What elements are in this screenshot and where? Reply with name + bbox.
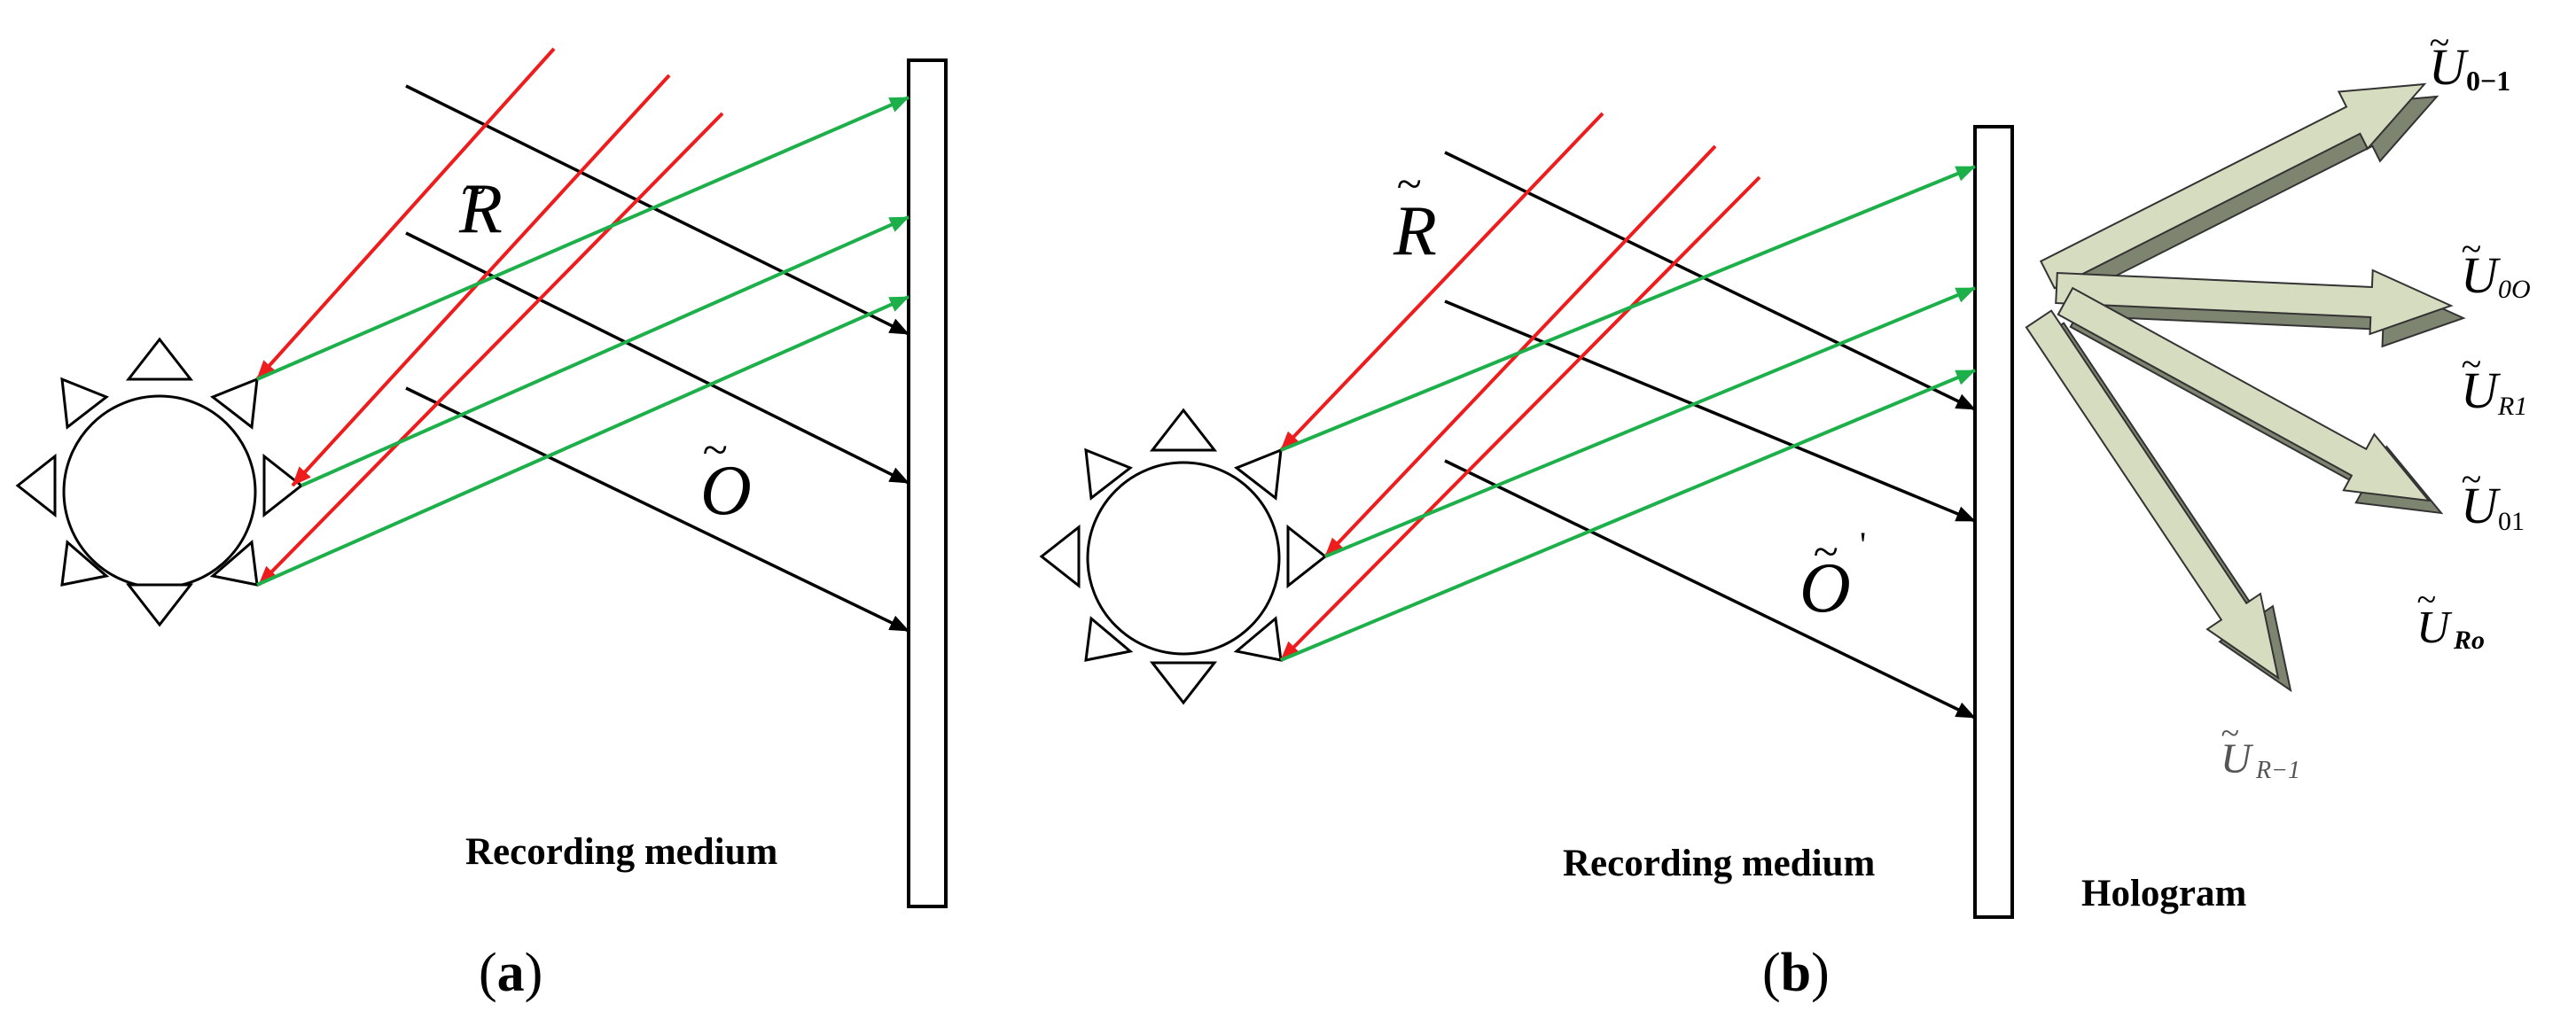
incident-rays-b (1444, 151, 1976, 720)
object-wave-prime-b: ' (1860, 525, 1866, 564)
incident-rays-a (405, 84, 909, 633)
object-ray-triangle (1286, 524, 1328, 589)
svg-text:U: U (2221, 735, 2254, 782)
object-ray-triangle (1084, 447, 1133, 501)
hologram-output-arrows (2025, 82, 2466, 693)
svg-text:0O: 0O (2498, 275, 2531, 304)
svg-text:U: U (2461, 477, 2502, 534)
reference-ray (255, 47, 556, 381)
incident-ray (1444, 459, 1976, 720)
object-wave-accent-b: ~ (1813, 527, 1838, 578)
panel-a: ~ R ~ O Recording medium (a) (15, 47, 948, 1003)
object-source-b (1039, 408, 1328, 705)
object-ray (1280, 165, 1976, 452)
object-ray (1280, 369, 1976, 662)
arrow-uro (2025, 309, 2292, 693)
object-ray-triangle (60, 540, 110, 587)
arrow-u0-1 (2039, 82, 2439, 302)
object-wave-symbol-b: O (1799, 549, 1851, 627)
object-rays-b (1280, 165, 1976, 662)
object-ray-triangle (1149, 408, 1218, 452)
object-rays-a (256, 96, 909, 587)
hologram-label: Hologram (2081, 873, 2246, 914)
output-wave-label-u0o: ~ U 0O (2461, 229, 2531, 304)
arrow-u0o-face (2055, 268, 2454, 336)
svg-text:~: ~ (2461, 460, 2481, 501)
recording-plate-a (907, 58, 948, 908)
incident-ray (1444, 151, 1976, 411)
reference-ray (291, 74, 671, 487)
output-wave-label-uro: ~ U Ro (2416, 580, 2485, 655)
object-ray-triangle (15, 453, 57, 518)
panel-b: ~ R ~ O ' ~ U 0−1 ~ U 0O ~ U R1 ~ U (1039, 23, 2531, 1003)
object-wave-symbol-a: O (700, 452, 752, 530)
arrow-uro-face (2025, 309, 2280, 681)
output-wave-label-ur1: ~ U R1 (2461, 345, 2527, 421)
object-ray-triangle (1149, 661, 1218, 705)
reference-rays-a (255, 47, 724, 587)
reference-ray (257, 112, 724, 587)
svg-text:~: ~ (2221, 715, 2239, 752)
incident-ray (405, 231, 909, 485)
object-ray-triangle (1234, 447, 1283, 501)
svg-text:~: ~ (2429, 23, 2449, 64)
object-ray-triangle (209, 540, 259, 587)
svg-text:R1: R1 (2497, 392, 2527, 421)
object-ray (1324, 286, 1976, 558)
reference-wave-accent-a: ~ (461, 166, 486, 216)
object-ray (301, 215, 909, 487)
svg-text:~: ~ (2461, 345, 2481, 385)
incident-ray (405, 386, 909, 633)
incident-ray (405, 84, 909, 336)
object-ray (256, 295, 909, 587)
arrow-ur1-face (2057, 286, 2432, 502)
object-ray-triangle (125, 337, 194, 381)
reference-ray (1279, 175, 1761, 662)
incident-ray (1444, 299, 1976, 523)
output-wave-label-u01: ~ U 01 (2461, 460, 2525, 536)
svg-text:U: U (2461, 362, 2502, 419)
reference-wave-symbol-a: R (458, 170, 503, 248)
svg-text:R−1: R−1 (2255, 757, 2300, 784)
object-source-a (15, 337, 304, 627)
object-ray-triangle (60, 377, 109, 430)
arrow-u0-1-face (2039, 82, 2427, 290)
arrow-ur1 (2057, 286, 2444, 515)
object-ray-triangle (262, 453, 304, 518)
object-ray-triangle (1084, 616, 1134, 662)
svg-text:0−1: 0−1 (2466, 65, 2510, 97)
svg-text:U: U (2429, 38, 2470, 96)
arrow-u0o (2055, 268, 2466, 348)
object-wave-accent-a: ~ (702, 425, 727, 476)
svg-text:~: ~ (2416, 580, 2436, 619)
recording-plate-b (1973, 125, 2014, 919)
object-circle (62, 394, 257, 589)
object-circle (1086, 461, 1281, 656)
object-ray-triangle (1233, 616, 1283, 662)
recording-medium-label-a: Recording medium (465, 831, 778, 873)
output-wave-label-u0-1: ~ U 0−1 (2429, 23, 2510, 97)
svg-text:01: 01 (2498, 507, 2525, 536)
svg-text:U: U (2461, 246, 2502, 304)
panel-b-caption: (b) (1762, 943, 1830, 1003)
object-ray-triangle (210, 377, 259, 430)
reference-ray (1279, 112, 1604, 452)
recording-medium-label-b: Recording medium (1563, 843, 1876, 884)
svg-text:Ro: Ro (2453, 626, 2485, 655)
output-wave-label-ur-1: ~ U R−1 (2221, 715, 2300, 784)
reference-wave-symbol-b: R (1393, 192, 1437, 270)
svg-text:~: ~ (2461, 229, 2481, 270)
svg-text:U: U (2416, 603, 2453, 653)
panel-a-caption: (a) (479, 943, 543, 1003)
object-ray (256, 96, 909, 381)
reference-wave-accent-b: ~ (1396, 159, 1421, 210)
object-ray-triangle (125, 583, 194, 627)
output-wave-labels: ~ U 0−1 ~ U 0O ~ U R1 ~ U 01 ~ U (2221, 23, 2531, 784)
object-ray-triangle (1039, 524, 1081, 589)
